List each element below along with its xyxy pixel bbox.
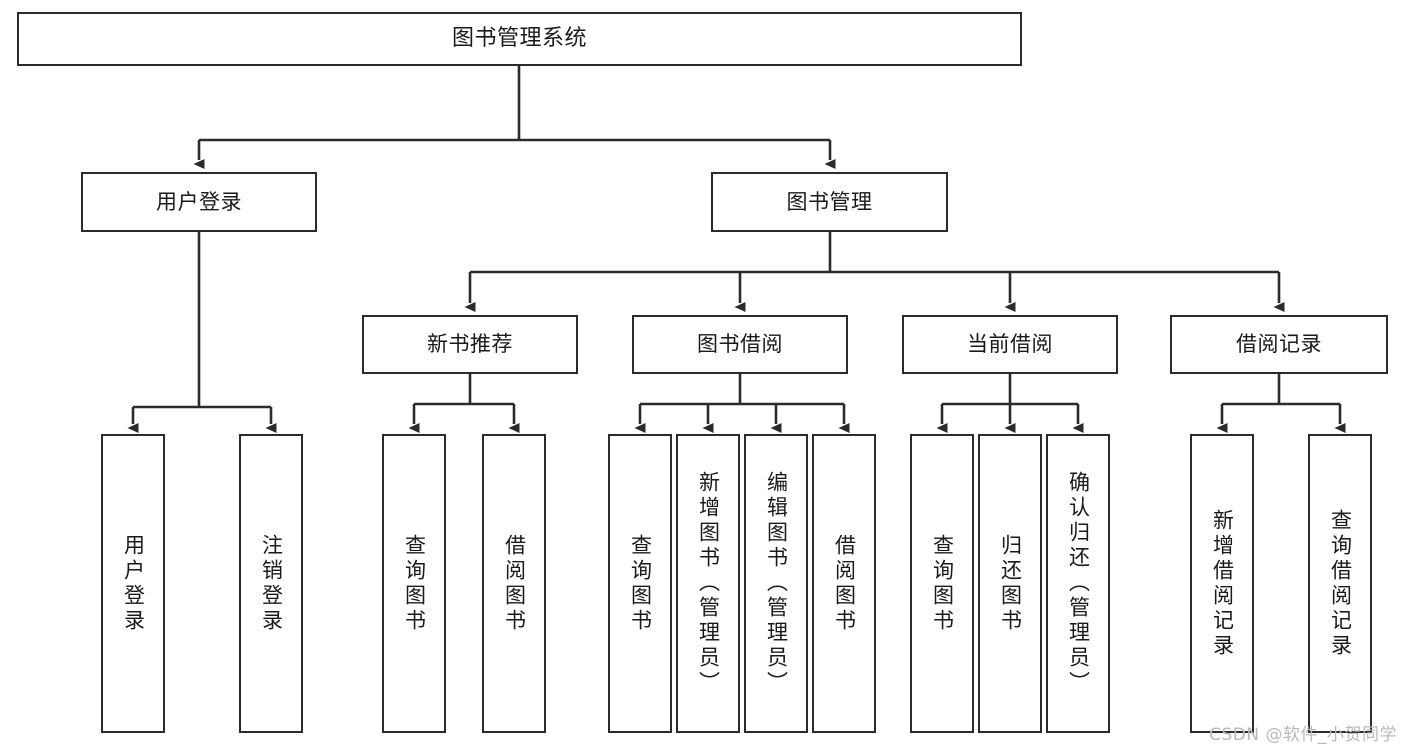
node-user-login-label: 用户登录	[156, 189, 242, 214]
node-leaf-confirm-return-label: 确认归还（管理员）	[1066, 471, 1091, 696]
node-leaf-edit-book[interactable]: 编辑图书（管理员）	[744, 434, 808, 733]
node-borrow-record-label: 借阅记录	[1236, 332, 1322, 357]
node-leaf-add-record-label: 新增借阅记录	[1210, 508, 1235, 659]
node-user-login[interactable]: 用户登录	[81, 172, 317, 232]
node-leaf-query-book-3-label: 查询图书	[930, 533, 955, 634]
node-leaf-borrow-book-2[interactable]: 借阅图书	[812, 434, 876, 733]
node-leaf-borrow-book-2-label: 借阅图书	[832, 533, 857, 634]
node-leaf-query-book-2-label: 查询图书	[628, 533, 653, 634]
node-leaf-user-login-label: 用户登录	[121, 533, 146, 634]
node-borrow-record[interactable]: 借阅记录	[1170, 315, 1388, 374]
node-current-borrow-label: 当前借阅	[967, 332, 1053, 357]
node-leaf-logout-label: 注销登录	[259, 533, 284, 634]
node-leaf-query-book-3[interactable]: 查询图书	[910, 434, 974, 733]
node-leaf-query-book-1-label: 查询图书	[402, 533, 427, 634]
node-new-book-rec-label: 新书推荐	[427, 332, 513, 357]
node-book-manage[interactable]: 图书管理	[711, 172, 948, 232]
node-leaf-add-record[interactable]: 新增借阅记录	[1190, 434, 1254, 733]
node-leaf-confirm-return[interactable]: 确认归还（管理员）	[1046, 434, 1110, 733]
node-leaf-user-login[interactable]: 用户登录	[101, 434, 165, 733]
node-book-borrow-label: 图书借阅	[697, 332, 783, 357]
node-leaf-borrow-book-1[interactable]: 借阅图书	[482, 434, 546, 733]
node-leaf-add-book-label: 新增图书（管理员）	[696, 471, 721, 696]
node-leaf-edit-book-label: 编辑图书（管理员）	[764, 471, 789, 696]
node-leaf-query-record[interactable]: 查询借阅记录	[1308, 434, 1372, 733]
node-leaf-return-book-label: 归还图书	[998, 533, 1023, 634]
node-root[interactable]: 图书管理系统	[17, 12, 1022, 66]
node-book-manage-label: 图书管理	[786, 189, 873, 214]
node-leaf-borrow-book-1-label: 借阅图书	[502, 533, 527, 634]
node-new-book-rec[interactable]: 新书推荐	[362, 315, 578, 374]
node-current-borrow[interactable]: 当前借阅	[902, 315, 1118, 374]
node-leaf-return-book[interactable]: 归还图书	[978, 434, 1042, 733]
node-leaf-query-record-label: 查询借阅记录	[1328, 508, 1353, 659]
node-root-label: 图书管理系统	[451, 26, 587, 52]
node-leaf-query-book-2[interactable]: 查询图书	[608, 434, 672, 733]
node-leaf-add-book[interactable]: 新增图书（管理员）	[676, 434, 740, 733]
node-leaf-query-book-1[interactable]: 查询图书	[382, 434, 446, 733]
node-leaf-logout[interactable]: 注销登录	[239, 434, 303, 733]
node-book-borrow[interactable]: 图书借阅	[632, 315, 848, 374]
